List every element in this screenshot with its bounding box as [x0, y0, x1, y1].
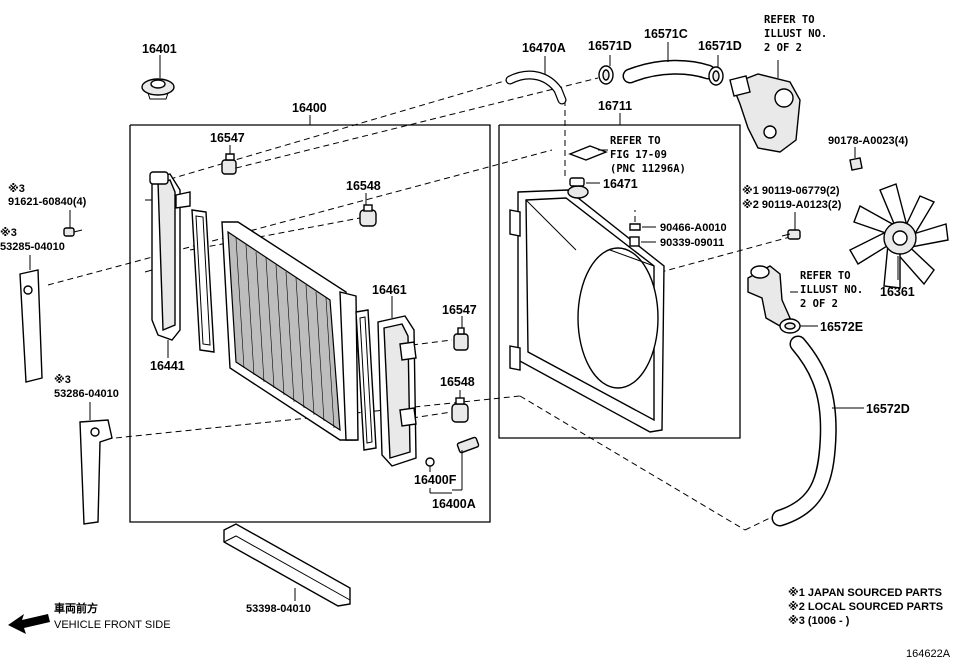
label-16400: 16400	[292, 101, 327, 115]
water-inlet-reference	[747, 265, 791, 327]
label-16572D: 16572D	[866, 402, 910, 416]
ref-mid-line1: REFER TO	[800, 270, 851, 282]
direction-en: VEHICLE FRONT SIDE	[54, 619, 171, 631]
label-16441: 16441	[150, 359, 185, 373]
radiator-cap-16401	[141, 78, 175, 100]
label-90119-06779: ※1 90119-06779(2)	[742, 185, 840, 197]
label-16548-bottom: 16548	[440, 375, 475, 389]
label-53286-04010: 53286-04010	[54, 388, 119, 400]
left-gasket	[191, 209, 215, 353]
fan-shroud-16711	[509, 189, 665, 433]
ref-top-line3: 2 OF 2	[764, 42, 802, 54]
label-91621-60840: 91621-60840(4)	[8, 196, 87, 208]
ref-fig-line1: REFER TO	[610, 135, 661, 147]
fig-ref-tag	[568, 145, 608, 161]
radiator-core	[221, 221, 359, 441]
ref-top-line1: REFER TO	[764, 14, 815, 26]
label-90119-A0123: ※2 90119-A0123(2)	[742, 199, 842, 211]
label-16361: 16361	[880, 285, 915, 299]
shroud-group-box	[498, 124, 741, 439]
clamp-16572E	[779, 318, 801, 334]
label-90339-09011: 90339-09011	[660, 237, 724, 249]
diagram-id: 164622A	[906, 648, 951, 660]
vehicle-front-arrow-icon	[8, 614, 50, 634]
lower-support-53398	[223, 523, 351, 607]
label-16571D-b: 16571D	[698, 39, 742, 53]
label-53285-04010: 53285-04010	[0, 241, 65, 253]
mark-91621: ※3	[8, 183, 25, 195]
bolt-90119	[781, 229, 801, 240]
gasket-16400F	[425, 457, 435, 467]
nut-90178	[849, 157, 863, 171]
label-16471: 16471	[603, 177, 638, 191]
clamp-16571D-a	[598, 65, 614, 85]
note-date-range: ※3 (1006 - )	[788, 615, 850, 627]
plug-16547-top	[221, 153, 237, 175]
stay-53286	[79, 419, 113, 525]
label-90466-A0010: 90466-A0010	[660, 222, 727, 234]
label-16571D-a: 16571D	[588, 39, 632, 53]
label-16401: 16401	[142, 42, 177, 56]
cooling-fan-16361	[849, 183, 949, 289]
clip-90466	[629, 223, 641, 231]
label-16571C: 16571C	[644, 27, 688, 41]
label-53398-04010: 53398-04010	[246, 603, 311, 615]
ref-mid-line2: ILLUST NO.	[800, 284, 863, 296]
label-16548-top: 16548	[346, 179, 381, 193]
label-16547-bottom: 16547	[442, 303, 477, 317]
note-japan-sourced: ※1 JAPAN SOURCED PARTS	[788, 587, 942, 599]
dashed-relations	[47, 77, 791, 531]
clamp-16571D-b	[708, 66, 724, 86]
plug-16547-bottom	[453, 327, 469, 351]
right-gasket	[355, 309, 377, 451]
label-16400F: 16400F	[414, 473, 457, 487]
ref-fig-line2: FIG 17-09	[610, 149, 667, 161]
reservoir-cap-16471	[567, 177, 589, 199]
label-16572E: 16572E	[820, 320, 863, 334]
radiator-group-box	[129, 124, 491, 523]
label-16400A: 16400A	[432, 497, 476, 511]
label-16711: 16711	[598, 99, 632, 113]
plug-16548-top	[359, 204, 377, 227]
ref-fig-line3: (PNC 11296A)	[610, 163, 686, 175]
label-16461: 16461	[372, 283, 407, 297]
ref-top-line2: ILLUST NO.	[764, 28, 827, 40]
spacer-90339	[629, 236, 640, 247]
left-tank-16441	[144, 171, 191, 341]
water-outlet-reference	[729, 73, 801, 153]
note-local-sourced: ※2 LOCAL SOURCED PARTS	[788, 601, 943, 613]
stay-53285	[19, 269, 43, 383]
plug-16548-bottom	[451, 397, 469, 423]
label-16470A: 16470A	[522, 41, 566, 55]
right-tank-16461	[377, 315, 417, 467]
ref-mid-line3: 2 OF 2	[800, 298, 838, 310]
bolt-91621	[63, 227, 83, 237]
mark-53286: ※3	[54, 374, 71, 386]
label-90178-A0023: 90178-A0023(4)	[828, 135, 908, 147]
direction-jp: 車両前方	[54, 601, 98, 615]
mark-53285: ※3	[0, 227, 17, 239]
label-16547-top: 16547	[210, 131, 245, 145]
drain-cock-16400A	[452, 436, 480, 491]
